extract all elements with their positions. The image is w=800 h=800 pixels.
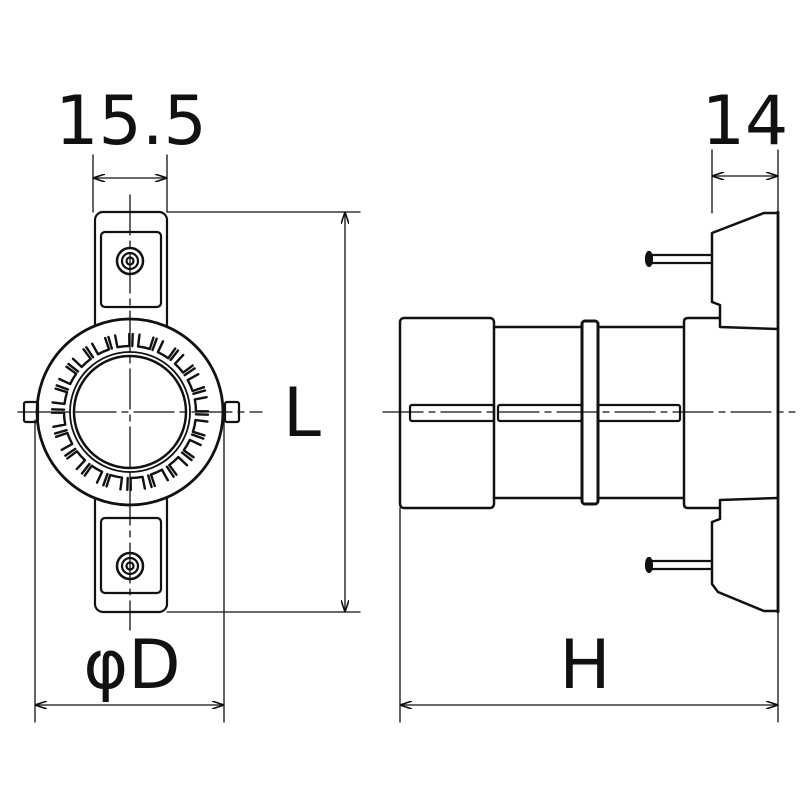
dim-label-D: φD (83, 626, 180, 705)
dim-label-L: L (283, 374, 321, 453)
dim-label-15-5: 15.5 (55, 82, 206, 161)
dim-label-14: 14 (702, 82, 789, 161)
dimension-lines (34, 149, 779, 723)
body-cap (398, 316, 496, 510)
slot-2 (496, 403, 584, 423)
bracket-bottom-recess (99, 516, 163, 595)
flange-bottom (710, 496, 780, 613)
flange-top (710, 211, 780, 331)
ring-tooth-outline (50, 332, 210, 492)
slot-1 (408, 403, 496, 423)
front-view (17, 194, 263, 631)
pin-top-icon (644, 250, 714, 268)
bracket-top-recess (99, 230, 163, 309)
pin-bottom-icon (644, 556, 714, 574)
side-view (382, 210, 796, 614)
body-right-block (682, 316, 722, 510)
slot-3 (596, 403, 682, 423)
dim-label-H: H (559, 626, 610, 705)
